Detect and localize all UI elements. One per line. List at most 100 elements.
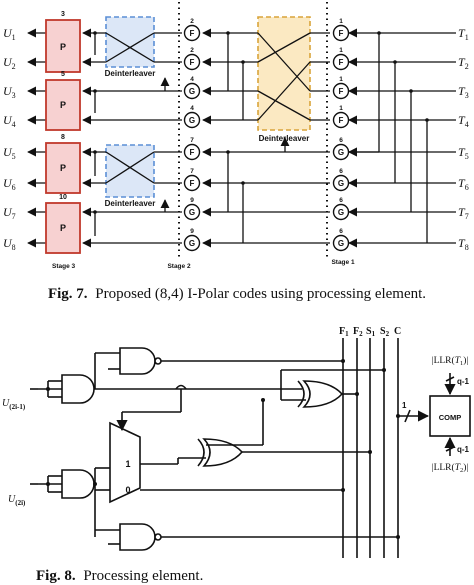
input-label: T3 — [458, 84, 469, 100]
mux-input-0: 0 — [125, 485, 130, 495]
node-number: 9 — [190, 197, 194, 204]
fig8-caption: Fig. 8. Processing element. — [36, 568, 203, 584]
llr-top-label: |LLR(T1)| — [432, 355, 469, 367]
control-label: S1 — [366, 326, 376, 338]
node-number: 4 — [190, 76, 194, 83]
output-label: U8 — [3, 236, 16, 252]
svg-text:P: P — [60, 223, 66, 233]
node-letter: G — [189, 87, 195, 96]
stage2-node: G9 — [183, 228, 201, 252]
input-label: T1 — [458, 26, 469, 42]
stage-label: Stage 2 — [167, 263, 191, 270]
stage1-node: F1 — [332, 18, 350, 42]
nand-gate-bottom — [119, 523, 156, 551]
output-wires — [27, 28, 46, 248]
stage2-node: F7 — [183, 168, 201, 192]
node-number: 7 — [190, 137, 194, 144]
svg-text:10: 10 — [59, 194, 67, 201]
stage12-wires — [202, 28, 330, 248]
node-number: 7 — [190, 168, 194, 175]
node-number: 1 — [339, 76, 343, 83]
p-box: P 8 — [45, 134, 81, 194]
node-number: 4 — [190, 105, 194, 112]
input-top-label: U(2i-1) — [2, 398, 26, 411]
p-box: P 5 — [45, 71, 81, 131]
output-label: U7 — [3, 205, 16, 221]
node-number: 2 — [190, 47, 194, 54]
xor-gate-top — [302, 380, 344, 408]
control-label: F2 — [353, 326, 363, 338]
p-box: P 3 — [45, 11, 81, 73]
deinterleaver-label: Deinterleaver — [105, 199, 156, 208]
output-label: U6 — [3, 176, 16, 192]
width-top-label: q-1 — [457, 377, 470, 386]
p-box: P 10 — [45, 194, 81, 254]
p-boxes: P 3 P 5 P 8 P 10 — [45, 11, 81, 254]
input-label: T5 — [458, 145, 469, 161]
control-label: S2 — [380, 326, 390, 338]
node-letter: G — [338, 208, 344, 217]
node-letter: F — [339, 58, 344, 67]
deinterleaver-label: Deinterleaver — [105, 69, 156, 78]
deinterleaver-stage12 — [257, 16, 311, 131]
node-letter: F — [190, 148, 195, 157]
input-bottom-label: U(2i) — [8, 494, 26, 507]
and-gate-input-bottom — [61, 469, 95, 499]
node-letter: F — [190, 58, 195, 67]
node-number: 9 — [190, 228, 194, 235]
node-number: 6 — [339, 137, 343, 144]
xor-gate-bottom — [202, 438, 244, 467]
input-label: T4 — [458, 113, 469, 129]
node-letter: G — [338, 239, 344, 248]
deinterleaver-top — [105, 16, 155, 68]
llr-bottom-label: |LLR(T2)| — [432, 462, 469, 474]
stage1-node: G6 — [332, 137, 350, 161]
input-label: T8 — [458, 236, 469, 252]
node-number: 6 — [339, 197, 343, 204]
svg-text:P: P — [60, 163, 66, 173]
input-label: T7 — [458, 205, 469, 221]
output-label: U5 — [3, 145, 16, 161]
stage1-node: F1 — [332, 76, 350, 100]
node-number: 2 — [190, 18, 194, 25]
stage1-node: F1 — [332, 105, 350, 129]
svg-text:3: 3 — [61, 11, 65, 18]
input-label: T2 — [458, 55, 469, 71]
stage1-node: G6 — [332, 197, 350, 221]
node-number: 6 — [339, 168, 343, 175]
stage1-node: F1 — [332, 47, 350, 71]
stage1-node: G6 — [332, 228, 350, 252]
mux-input-1: 1 — [125, 459, 130, 469]
node-letter: F — [339, 116, 344, 125]
stage23-wires — [82, 28, 182, 248]
control-label: C — [394, 326, 401, 337]
deinterleaver-bottom — [105, 144, 155, 198]
stage-label: Stage 3 — [52, 263, 76, 270]
nand-gate-top — [119, 347, 156, 375]
node-letter: F — [190, 29, 195, 38]
stage2-node: G4 — [183, 76, 201, 100]
node-letter: F — [190, 179, 195, 188]
node-number: 1 — [339, 47, 343, 54]
output-label: U3 — [3, 84, 16, 100]
svg-text:5: 5 — [61, 71, 65, 78]
output-label: U1 — [3, 26, 16, 42]
node-letter: G — [189, 208, 195, 217]
node-letter: F — [339, 29, 344, 38]
control-label: F1 — [339, 326, 349, 338]
stage-label: Stage 1 — [331, 259, 355, 266]
stage2-node: F7 — [183, 137, 201, 161]
node-number: 1 — [339, 105, 343, 112]
output-label: U4 — [3, 113, 16, 129]
comp-block — [429, 395, 471, 437]
and-gate-input-top — [61, 374, 95, 404]
svg-text:P: P — [60, 42, 66, 52]
mux — [109, 421, 141, 504]
stage1-node: G6 — [332, 168, 350, 192]
node-letter: G — [338, 148, 344, 157]
